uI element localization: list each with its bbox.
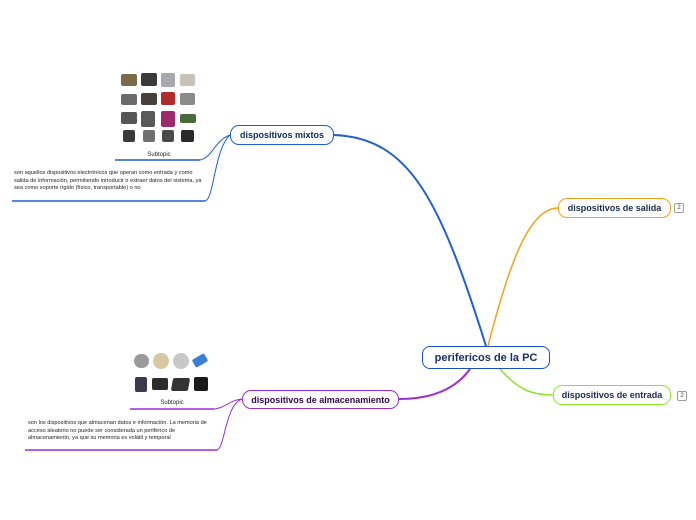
link-central-mixtos <box>333 134 487 347</box>
subtopic-caption: Subtopic <box>147 152 171 158</box>
link-mixtos-note <box>204 134 231 202</box>
collapse-count-badge[interactable]: 2 <box>677 391 687 401</box>
branch-label: dispositivos mixtos <box>239 130 325 140</box>
central-topic[interactable]: perifericos de la PC <box>422 346 550 369</box>
collapse-count-badge[interactable]: 2 <box>674 203 684 213</box>
branch-dispositivos-entrada[interactable]: dispositivos de entrada <box>553 385 671 405</box>
note-mixtos-description[interactable]: son aquellos dispositivos electrónicos q… <box>14 170 202 191</box>
branch-label: dispositivos de salida <box>567 203 662 213</box>
branch-label: dispositivos de entrada <box>561 390 663 400</box>
subtopic-caption: Subtopic <box>160 400 184 406</box>
badge-count: 2 <box>677 205 681 211</box>
device-collage-image[interactable] <box>118 72 200 150</box>
branch-dispositivos-almacenamiento[interactable]: dispositivos de almacenamiento <box>242 390 399 409</box>
link-central-salida <box>487 207 559 347</box>
branch-dispositivos-salida[interactable]: dispositivos de salida <box>558 198 671 218</box>
badge-count: 2 <box>680 393 684 399</box>
note-almacenamiento-description[interactable]: son los dispositivos que almacenan datos… <box>28 420 207 441</box>
link-central-entrada <box>499 368 554 396</box>
storage-media-image[interactable] <box>132 352 212 398</box>
central-topic-label: perifericos de la PC <box>434 351 538 364</box>
link-mixtos-image <box>199 134 231 161</box>
link-almac-image <box>213 398 243 410</box>
branch-dispositivos-mixtos[interactable]: dispositivos mixtos <box>230 125 334 145</box>
link-central-almacenamiento <box>398 368 471 400</box>
branch-label: dispositivos de almacenamiento <box>251 394 390 405</box>
link-almac-note <box>216 398 243 451</box>
